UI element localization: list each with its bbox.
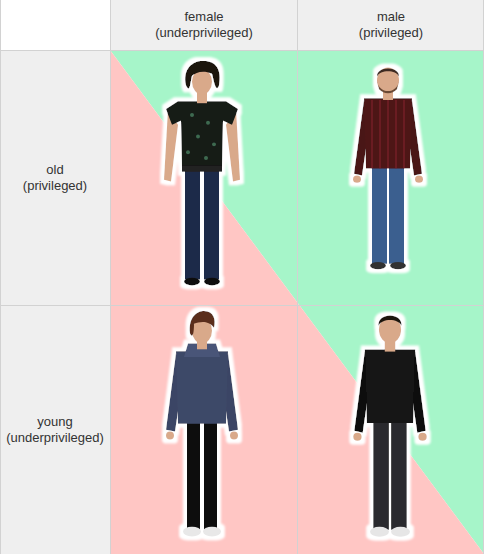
row-header-cell: old (privileged) xyxy=(0,51,110,305)
column-header: male (privileged) xyxy=(354,9,429,40)
column-header: female (underprivileged) xyxy=(144,9,264,40)
row-header: old (privileged) xyxy=(18,162,93,193)
column-header-cell: female (underprivileged) xyxy=(111,0,297,50)
column-header-cell: male (privileged) xyxy=(298,0,484,50)
row-header-cell: young (underprivileged) xyxy=(0,306,110,554)
row-header: young (underprivileged) xyxy=(2,414,108,445)
